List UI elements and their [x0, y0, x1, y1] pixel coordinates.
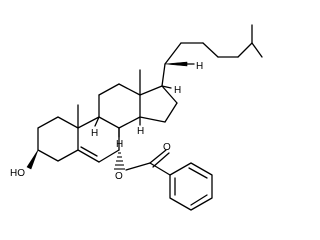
ring-a — [37, 116, 79, 162]
h-label-c14: H — [137, 126, 144, 137]
ring-b — [77, 116, 120, 163]
carbonyl-bond — [149, 149, 167, 164]
carbonyl-bond-2 — [152, 152, 170, 168]
phenyl-ring — [169, 162, 213, 211]
structure-diagram: HO O O H H H H H — [10, 24, 263, 211]
ring-c — [98, 83, 141, 129]
side-chain-methyl-wedge — [164, 61, 188, 67]
hydroxyl-label: HO — [10, 168, 25, 179]
h-label-c8: H — [116, 139, 123, 150]
h-label-c17: H — [174, 85, 181, 96]
h-label-c20: H — [196, 61, 203, 72]
hydroxyl-wedge — [26, 149, 39, 170]
ester-hashed-bond — [114, 152, 125, 170]
benzoate-group — [125, 149, 213, 211]
double-bond-c5-c6 — [80, 146, 98, 157]
h-label-c9: H — [91, 128, 98, 139]
ring-d — [139, 85, 178, 123]
side-chain — [161, 24, 263, 87]
ester-oxygen-label: O — [115, 171, 123, 182]
carbonyl-oxygen-label: O — [163, 142, 171, 153]
